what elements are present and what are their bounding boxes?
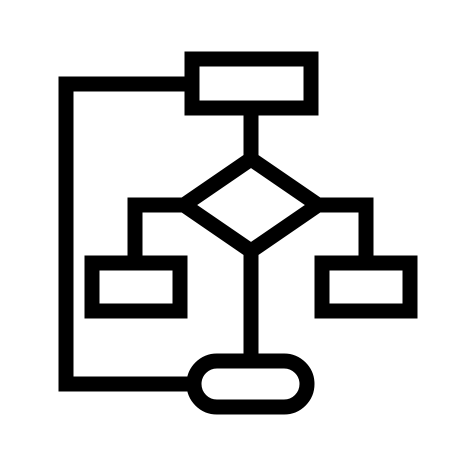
terminal-pill (186, 353, 315, 415)
left-branch-line (127, 197, 184, 263)
right-branch-line (318, 197, 374, 263)
loop-back-line (58, 76, 194, 392)
decision-diamond (170, 149, 332, 261)
left-process-box (84, 255, 188, 319)
right-process-box (314, 255, 418, 319)
top-process-box (184, 51, 319, 116)
